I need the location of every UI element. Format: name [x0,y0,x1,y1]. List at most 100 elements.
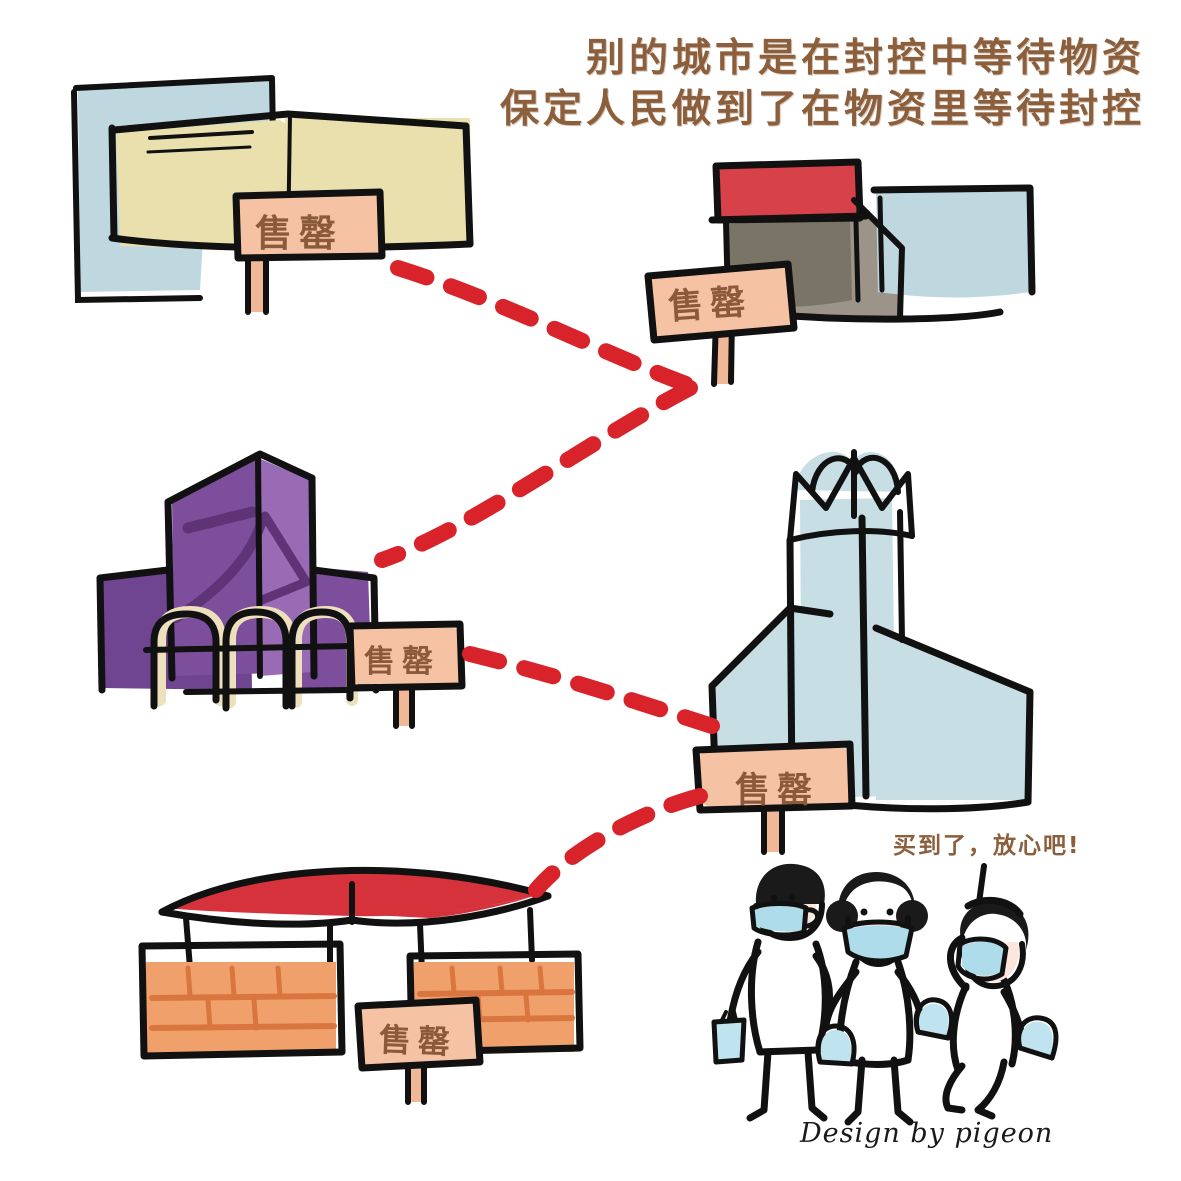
market-counter-left-outline [138,940,346,1060]
red-roof-building-center-edge [853,219,861,303]
sign-1-post-fill [248,250,266,312]
purple-building-streak-4 [257,577,311,605]
shopper-right-leg-right [974,1058,1008,1120]
landmark-red-awning-market [138,866,584,1060]
sign-3-post-fill [396,684,412,726]
purple-building-left-wing-outline [96,566,172,694]
market-awning-right-fill [352,894,540,918]
red-roof-building-eave [708,212,870,224]
sign-2-board-outline [644,260,798,344]
shopper-middle-torso-fill [841,962,908,1058]
sign-1-board-outline [232,188,386,262]
shopper-left-mask-ear-loop [803,907,820,929]
sign-3-board-outline [346,620,466,692]
market-awning-top-outline [158,866,552,916]
shopper-middle-arm-left [822,968,860,1030]
shopper-right-hair [960,901,1029,950]
market-counter-left-line-1 [149,993,337,1001]
sold-out-sign-1 [232,188,386,315]
red-roof-building-baseline [760,308,1004,323]
purple-building-arch-2-outline [222,608,290,712]
shopper-middle [815,872,954,1126]
beige-building-roofline [110,110,470,134]
sold-out-sign-4 [692,740,856,855]
shopper-left-leg-left [746,1048,772,1122]
purple-building-colonnade-rail [143,643,355,653]
sold-out-sign-3 [346,620,466,729]
route-segment-3 [462,646,720,734]
sign-5-post-outline [405,1061,427,1105]
sign-5-board-outline [354,996,484,1072]
shopper-left-mask-outline [749,901,809,938]
landmark-purple-theater-building [96,450,380,712]
shopper-middle-bag-left-outline [815,1023,857,1067]
blue-tower-right-base-fill [876,630,1028,800]
purple-building-streak-1 [182,506,258,534]
market-counter-right-line-1 [417,989,575,997]
beige-building-tower-left-edge [71,89,203,304]
sign-5-board-fill [360,1002,478,1068]
red-roof-building-wing-left-edge [877,195,885,293]
red-roof-building-side-edge [851,197,905,321]
purple-building-streak-2 [260,511,310,585]
market-counter-left-texture [185,965,283,1031]
shopper-middle-leg-left [844,1056,866,1126]
shopper-right [942,896,1059,1120]
sign-4-post-outline [761,803,785,855]
artist-signature: Design by pigeon [800,1118,1054,1149]
shopper-middle-eye-left [860,908,868,916]
blue-tower-right-base-roof [872,624,1034,806]
shopper-left [711,863,833,1122]
shopper-right-mask-fill [962,941,1004,976]
shopper-middle-mask-fill [846,925,910,960]
route-segment-4 [528,788,708,898]
blue-tower-shaft-center-edge [858,514,870,800]
sign-3-post-outline [393,681,415,729]
headline-line-1: 别的城市是在封控中等待物资 [585,36,1145,81]
purple-building-arch-1-outline [150,610,220,710]
shopper-middle-hair [838,872,915,928]
shopper-middle-eye-right [886,908,894,916]
beige-building-right-wall [462,122,474,248]
sold-out-sign-5 [354,996,484,1105]
shopper-middle-leg-right [890,1056,914,1126]
headline-line-2: 保定人民做到了在物资里等待封控 [499,86,1145,132]
blue-tower-crown-zigzag [787,455,915,543]
speech-bubble-text: 买到了，放心吧! [893,833,1081,859]
beige-building-roof-detail-left [148,130,254,140]
shopper-right-torso-left [949,982,970,1074]
shopper-right-bag-fill [1021,1021,1053,1056]
beige-building-left-wall [108,124,118,242]
shopper-right-torso-fill [954,980,1014,1068]
purple-building-tower-center-edge [255,453,263,679]
market-counter-left-line-2 [149,1023,337,1031]
shopper-left-torso-fill [755,938,822,1048]
shopper-middle-mask-outline [841,919,915,964]
sign-4-post-fill [764,806,782,852]
shopper-left-bag-fill [714,1020,744,1062]
sign-5-post-fill [408,1064,424,1102]
shopper-right-mask-outline [955,936,1009,982]
market-counter-left-fill [146,962,336,1054]
red-roof-building-wing-fill [876,192,1030,298]
shopper-left-arm-left [726,948,762,1026]
shopper-left-leg-right [804,1048,828,1122]
shopper-middle-bag-left-fill [820,1030,852,1062]
blue-tower-crown-band [787,528,915,543]
sign-2-board-fill [650,266,792,340]
sign-4-board-fill [700,748,850,806]
sign-3-board-fill [352,628,460,684]
sold-out-sign-2 [644,260,798,387]
red-roof-building-roof-fill [718,164,856,218]
shopper-right-hair-top [964,896,1024,918]
blue-tower-shaft-fill [800,498,896,798]
shopper-left-eye-right [788,893,796,901]
shopper-left-bag-outline [711,1017,747,1065]
shopper-left-bag-handle [720,1010,738,1022]
headline: 别的城市是在封控中等待物资 保定人民做到了在物资里等待封控 [500,34,1145,135]
red-dashed-route [374,260,720,898]
shopper-left-eye-left [770,894,778,902]
route-segment-2 [374,380,698,568]
